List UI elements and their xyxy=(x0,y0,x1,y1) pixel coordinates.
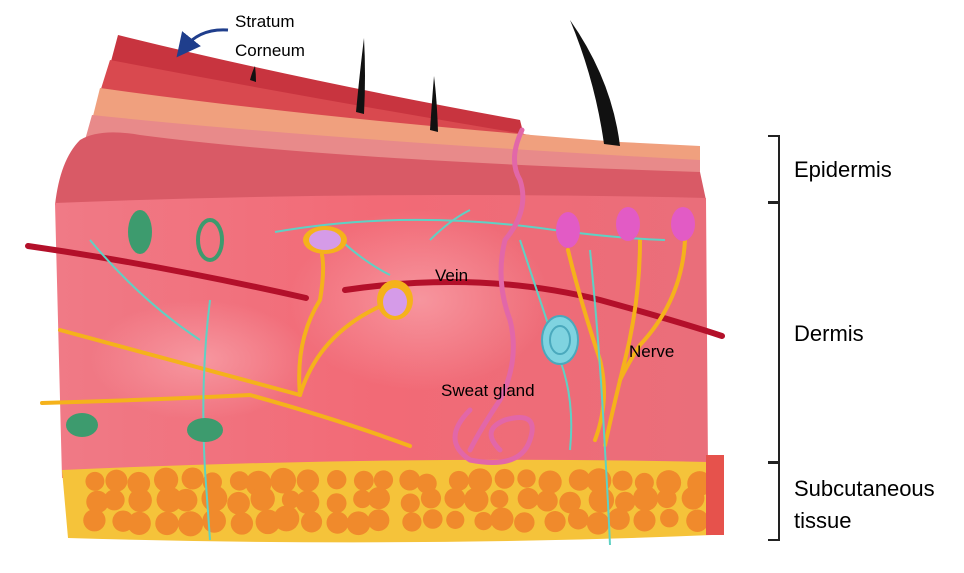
fat-cell xyxy=(300,511,323,533)
fat-cell xyxy=(612,470,633,491)
fat-cell xyxy=(229,471,250,491)
fat-cell xyxy=(174,488,198,512)
fat-cell xyxy=(490,507,514,531)
fat-cell xyxy=(467,468,493,493)
fat-cell xyxy=(559,491,581,514)
fat-cell xyxy=(681,486,705,510)
stratum-corneum-layers xyxy=(85,35,700,178)
label-subcutaneous-line1: Subcutaneous xyxy=(794,476,935,501)
fat-cell xyxy=(85,471,105,491)
fat-cell xyxy=(607,508,630,530)
fat-cell xyxy=(327,470,347,490)
fat-cell xyxy=(615,491,636,512)
fat-cell xyxy=(420,488,442,509)
fat-cell xyxy=(633,485,659,511)
fat-cell xyxy=(127,511,151,536)
fat-cell xyxy=(400,493,420,513)
fat-cell xyxy=(536,490,558,512)
fat-cell xyxy=(686,509,709,532)
fat-cell xyxy=(538,470,562,494)
label-subcutaneous-line2: tissue xyxy=(794,508,852,533)
fat-cell xyxy=(514,512,535,533)
label-dermis: Dermis xyxy=(794,321,864,346)
fat-cell xyxy=(446,510,465,529)
fat-cell xyxy=(353,489,372,509)
fat-cell xyxy=(281,490,301,509)
stratum-arrow xyxy=(176,28,229,58)
fat-cell xyxy=(105,469,128,492)
nerves xyxy=(40,238,687,448)
fat-cell xyxy=(250,486,275,511)
fat-cell xyxy=(373,470,394,490)
fat-cell xyxy=(156,486,183,513)
label-stratum-line1: Stratum xyxy=(235,12,295,31)
label-vein: Vein xyxy=(435,266,469,285)
fat-cell xyxy=(586,468,612,493)
fat-cell xyxy=(567,508,589,530)
fat-cell xyxy=(588,487,615,513)
fat-cell xyxy=(178,511,204,537)
fat-cell xyxy=(326,493,347,514)
fat-cell xyxy=(544,511,566,533)
fat-cell xyxy=(517,469,536,488)
fat-cell xyxy=(86,490,109,514)
fat-cell xyxy=(103,489,125,511)
fat-cell xyxy=(367,486,390,510)
fat-cell xyxy=(326,511,349,534)
green-structures xyxy=(66,210,224,442)
sweat-gland-duct xyxy=(452,127,535,465)
fat-cell xyxy=(448,470,469,491)
fat-cell xyxy=(127,471,151,495)
fat-cell xyxy=(656,470,682,496)
fat-cell xyxy=(474,511,493,531)
hairs xyxy=(250,20,620,146)
label-sweat-gland: Sweat gland xyxy=(441,381,535,400)
fat-cell xyxy=(657,488,677,509)
fat-cell xyxy=(444,487,466,509)
fat-cell xyxy=(586,512,610,535)
fat-cell xyxy=(155,511,179,536)
fat-cell xyxy=(153,467,179,492)
fat-cell xyxy=(230,512,254,535)
fat-cell xyxy=(201,485,228,512)
label-nerve: Nerve xyxy=(629,342,675,361)
fat-cell xyxy=(633,509,656,532)
fat-cell xyxy=(353,470,374,491)
fat-cell xyxy=(296,469,320,492)
fat-cell xyxy=(402,512,422,532)
fat-cell xyxy=(568,469,591,491)
fat-cell xyxy=(490,489,509,508)
fat-cell xyxy=(181,467,204,490)
label-epidermis: Epidermis xyxy=(794,157,892,182)
fat-cell xyxy=(399,469,421,491)
fat-cell xyxy=(83,509,106,532)
fat-cell xyxy=(227,491,250,515)
fat-cell xyxy=(464,487,489,512)
fat-cell xyxy=(367,509,390,532)
fat-cell xyxy=(346,511,371,536)
fat-cell xyxy=(128,488,152,513)
fat-cell xyxy=(202,509,226,533)
subcutaneous-fat xyxy=(62,455,724,543)
fat-cell xyxy=(273,505,300,532)
receptors xyxy=(303,207,695,365)
fat-cell xyxy=(494,468,515,489)
epidermis-layer xyxy=(55,132,706,205)
fat-cell xyxy=(270,467,297,494)
layer-brackets xyxy=(768,135,780,541)
label-stratum-line2: Corneum xyxy=(235,41,305,60)
fat-cell xyxy=(517,487,539,510)
fat-cell xyxy=(660,508,679,528)
fat-cell xyxy=(422,509,443,529)
fat-cell xyxy=(295,490,320,515)
